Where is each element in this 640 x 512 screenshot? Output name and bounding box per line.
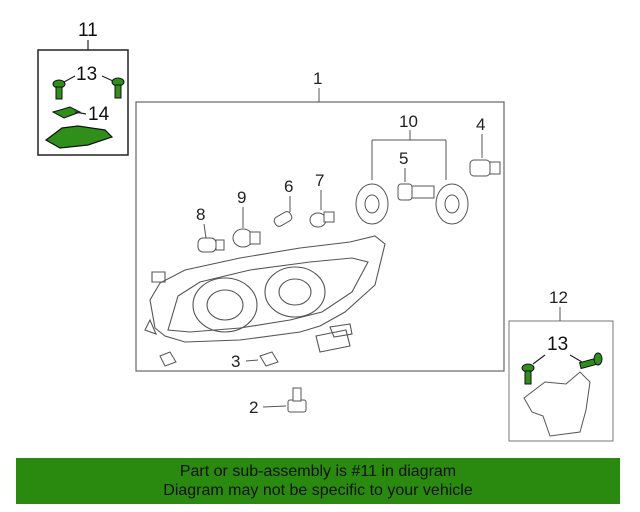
callout-3: 3 [231,352,240,371]
sub-assembly-11-box [37,49,129,156]
callout-5: 5 [399,149,408,168]
leader-13-box12-right [569,354,583,363]
leader-2 [262,405,287,408]
clip-left [159,351,177,367]
dust-cap-left [355,183,389,225]
sub-assembly-12-box [508,320,614,442]
callout-12: 12 [549,288,568,307]
bracket-11 [44,125,114,149]
callout-1: 1 [313,69,322,88]
callout-14: 14 [88,104,110,125]
leader-13-left [63,75,76,83]
bulb-6 [273,211,293,227]
callout-13-bottom: 13 [547,334,568,355]
socket-9 [232,228,261,248]
callout-8: 8 [196,205,205,224]
info-banner: Part or sub-assembly is #11 in diagram D… [16,458,620,504]
leader-8 [203,223,207,239]
bracket-12 [523,371,591,437]
socket-7 [309,211,335,228]
screw-13-right [111,77,125,99]
banner-line-2: Diagram may not be specific to your vehi… [163,482,473,499]
leader-14 [74,111,87,115]
headlight-assembly-box [135,101,505,372]
bulb-5 [397,183,435,201]
callout-10: 10 [399,112,418,131]
leader-13-box12-left [532,354,546,365]
callout-9: 9 [237,188,246,207]
callout-13-top: 13 [76,64,97,85]
callout-4: 4 [476,115,485,134]
callout-11: 11 [78,20,98,41]
banner-line-1: Part or sub-assembly is #11 in diagram [179,463,457,480]
callout-7: 7 [315,171,324,190]
callout-6: 6 [284,177,293,196]
headlight-housing [144,235,386,353]
callout-2: 2 [249,398,258,417]
bulb-4 [469,159,501,177]
leader-3 [245,359,259,362]
screw-2 [287,387,307,413]
screw-13-left [52,79,66,100]
leader-10 [371,130,447,180]
leader-13-right [101,75,114,82]
bulb-8 [197,237,225,253]
screw-13-box12-left [521,363,535,385]
clip-14 [51,106,82,119]
dust-cap-right [435,183,469,225]
clip-3 [259,351,279,367]
screw-13-box12-right [578,352,603,370]
